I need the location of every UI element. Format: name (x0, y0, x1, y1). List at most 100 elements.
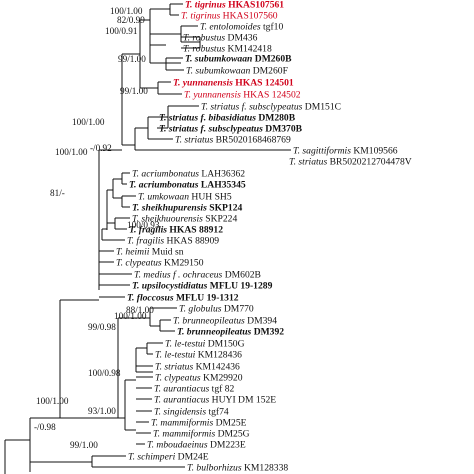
taxon-label: T. fragilis HKAS 88912 (129, 225, 223, 236)
taxon-name: T. le-testui (165, 339, 206, 350)
voucher-id: KM142418 (225, 44, 272, 55)
taxon-label: T. medius f . ochraceus DM602B (134, 270, 261, 281)
taxon-label: T. sagittiformis KM109566 (293, 146, 398, 157)
taxon-label: T. aurantiacus tgf 82 (154, 384, 235, 395)
taxon-name: T. aurantiacus (154, 384, 210, 395)
support-values: 100/1.0082/0.99100/0.9199/1.0099/1.00100… (34, 6, 160, 450)
taxon-label: T. schimperi DM24E (128, 452, 209, 463)
taxon-name: T. floccosus (127, 293, 174, 304)
taxon-label: T. striatus f. subsclypeatus DM370B (159, 124, 303, 135)
support-value: 100/1.00 (55, 147, 88, 157)
voucher-id: DM151C (302, 102, 341, 113)
taxon-label: T. striatus KM142436 (155, 362, 240, 373)
voucher-id: Muid sn (149, 247, 183, 258)
taxon-name: T. striatus (175, 135, 213, 146)
taxon-label: T. brunneopileatus DM394 (173, 316, 277, 327)
support-value: 93/1.00 (88, 406, 116, 416)
taxon-name: T. striatus f. bibasidiatus (159, 113, 256, 124)
taxon-name: T. mammiformis (153, 429, 215, 440)
taxon-label: T. tigrinus HKAS107561 (185, 0, 284, 11)
taxon-label: T. aurantiacus HUYI DM 152E (154, 395, 276, 406)
taxon-name: T. fragilis (127, 236, 164, 247)
voucher-id: DM394 (245, 316, 277, 327)
taxon-name: T. singidensis (154, 407, 206, 418)
taxon-label: T. sheikhupurensis SKP124 (132, 203, 242, 214)
taxon-name: T. aurantiacus (154, 395, 210, 406)
voucher-id: DM602B (222, 270, 261, 281)
support-value: 100/0.93 (127, 220, 160, 230)
voucher-id: tgf74 (206, 407, 229, 418)
taxon-label: T. clypeatus KM29150 (116, 258, 204, 269)
taxon-label: T. singidensis tgf74 (154, 407, 229, 418)
taxon-name: T. yunnanensis (173, 78, 233, 89)
voucher-id: KM142436 (193, 362, 240, 373)
taxon-name: T. tigrinus (185, 0, 226, 11)
voucher-id: tgf 82 (209, 384, 234, 395)
taxon-name: T. yunnanensis (184, 90, 241, 101)
taxon-name: T. acriumbonatus (129, 180, 199, 191)
taxon-name: T. sheikhuourensis (132, 214, 203, 225)
voucher-id: HUH SH5 (189, 192, 232, 203)
taxon-label: T. globulus DM770 (179, 304, 254, 315)
taxon-label: T. mammiformis DM25E (151, 418, 247, 429)
voucher-id: LAH36362 (199, 169, 245, 180)
taxon-name: T. le-testui (155, 350, 196, 361)
taxon-label: T. clypeatus KM29920 (155, 373, 243, 384)
taxon-name: T. striatus f. subsclypeatus (159, 124, 263, 135)
voucher-id: MFLU 19-1312 (174, 293, 239, 304)
voucher-id: HKAS107561 (226, 0, 285, 11)
voucher-id: KM29150 (162, 258, 204, 269)
support-value: 99/1.00 (118, 54, 146, 64)
voucher-id: DM25G (215, 429, 249, 440)
support-value: 82/0.99 (117, 15, 145, 25)
support-value: 99/1.00 (70, 440, 98, 450)
support-value: 100/0.98 (88, 368, 121, 378)
taxon-label: T. acriumbonatus LAH35345 (129, 180, 246, 191)
taxon-name: T. umkowaan (138, 192, 189, 203)
taxon-name: T. sagittiformis (293, 146, 351, 157)
support-value: -/0.98 (34, 422, 56, 432)
voucher-id: KM128436 (195, 350, 242, 361)
voucher-id: DM392 (251, 327, 284, 338)
taxon-name: T. striatus (289, 157, 327, 168)
voucher-id: tgf10 (261, 22, 284, 33)
voucher-id: DM436 (225, 33, 257, 44)
taxon-label: T. robustus DM436 (183, 33, 258, 44)
voucher-id: HKAS 88912 (167, 225, 223, 236)
voucher-id: SKP124 (207, 203, 243, 214)
support-value: -/0.92 (90, 143, 112, 153)
taxon-label: T. sheikhuourensis SKP224 (132, 214, 237, 225)
taxon-label: T. striatus f. subsclypeatus DM151C (201, 102, 341, 113)
voucher-id: HKAS 124501 (233, 78, 294, 89)
voucher-id: DM260B (252, 54, 292, 65)
taxon-name: T. medius f . ochraceus (134, 270, 223, 281)
taxon-label: T. bulborhizus KM128338 (187, 463, 288, 474)
voucher-id: SKP224 (203, 214, 238, 225)
support-value: 99/1.00 (120, 86, 148, 96)
taxon-label: T. umkowaan HUH SH5 (138, 192, 232, 203)
taxon-name: T. mammiformis (151, 418, 213, 429)
taxon-label: T. mboudaeinus DM223E (147, 440, 246, 451)
taxon-name: T. mboudaeinus (147, 440, 208, 451)
taxon-label: T. heimii Muid sn (116, 247, 184, 258)
taxon-label: T. striatus BR5020168468769 (175, 135, 291, 146)
taxon-label: T. brunneopileatus DM392 (177, 327, 284, 338)
taxon-name: T. tigrinus (181, 11, 221, 22)
support-value: 99/0.98 (88, 322, 116, 332)
taxon-label: T. robustus KM142418 (183, 44, 272, 55)
voucher-id: DM223E (208, 440, 246, 451)
taxon-name: T. subumkowaan (185, 54, 252, 65)
taxon-name: T. sheikhupurensis (132, 203, 207, 214)
taxon-label: T. entolomoides tgf10 (200, 22, 283, 33)
taxon-name: T. schimperi (128, 452, 176, 463)
taxon-name: T. bulborhizus (187, 463, 242, 474)
taxon-name: T. robustus (183, 44, 225, 55)
voucher-id: BR5020168468769 (213, 135, 291, 146)
taxon-name: T. subumkowaan (186, 66, 251, 77)
taxon-label: T. mammiformis DM25G (153, 429, 250, 440)
taxon-name: T. fragilis (129, 225, 167, 236)
voucher-id: HKAS107560 (220, 11, 278, 22)
support-value: 100/1.00 (114, 311, 147, 321)
taxon-label: T. yunnanensis HKAS 124501 (173, 78, 294, 89)
taxon-label: T. le-testui DM150G (165, 339, 245, 350)
